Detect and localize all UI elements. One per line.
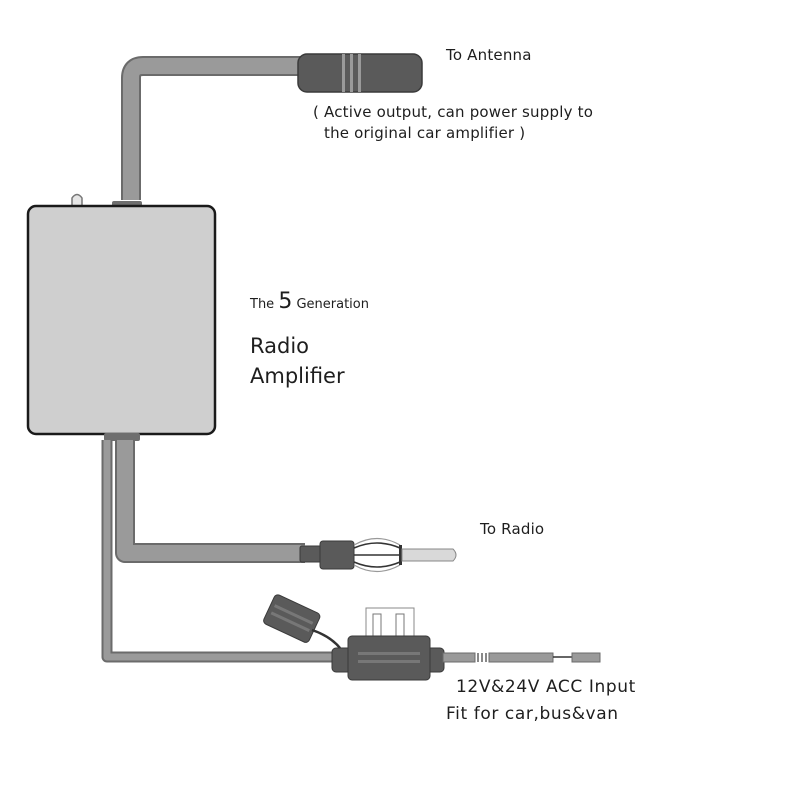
generation-number: 5 — [278, 289, 293, 314]
radio-cable — [115, 440, 305, 563]
antenna-note-line1: ( Active output, can power supply to — [313, 103, 594, 121]
antenna-cable — [121, 56, 305, 200]
power-input-label: 12V&24V ACC Input — [456, 677, 636, 697]
antenna-connector — [297, 53, 423, 93]
radio-label: To Radio — [480, 520, 545, 538]
fuse-holder — [263, 594, 445, 681]
antenna-note-line2: the original car amplifier ) — [324, 124, 526, 142]
generation-suffix: Generation — [296, 297, 369, 312]
product-name-line1: Radio — [250, 334, 310, 358]
acc-wire — [442, 652, 601, 663]
generation-prefix: The — [250, 297, 275, 312]
antenna-label: To Antenna — [446, 46, 532, 64]
vehicle-fit-label: Fit for car,bus&van — [446, 704, 619, 724]
product-name-line2: Amplifier — [250, 364, 345, 388]
radio-plug — [299, 537, 457, 573]
led-indicator — [71, 193, 83, 207]
power-cable — [101, 440, 340, 663]
bottom-cable-collar — [104, 433, 140, 441]
amplifier-box — [26, 204, 217, 436]
generation-label: The 5 Generation — [250, 289, 369, 314]
